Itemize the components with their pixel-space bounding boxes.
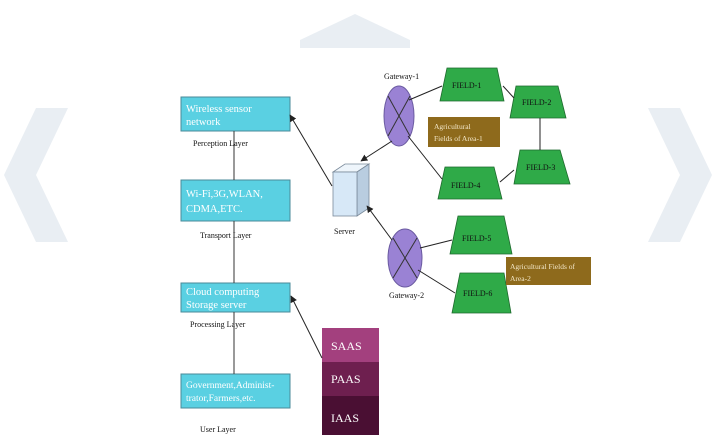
watermark-shapes	[4, 14, 712, 242]
area-1-box	[428, 117, 500, 147]
fields: FIELD-1 FIELD-2 FIELD-3 FIELD-4 FIELD-5 …	[437, 67, 571, 314]
link-field1-field2	[502, 85, 515, 99]
area-2-text-1: Agricultural Fields of	[510, 262, 575, 271]
gateway-1-label: Gateway-1	[384, 72, 419, 81]
layer-box-perception-text-2: network	[186, 117, 221, 128]
layer-box-user-text-2: trator,Farmers,etc.	[186, 394, 256, 404]
link-field3-field4	[499, 169, 515, 183]
area-1-text-1: Agricultural	[434, 122, 471, 131]
layer-box-processing	[180, 282, 291, 313]
cloud-saas-box	[322, 328, 379, 362]
field-4-shape	[437, 166, 503, 200]
watermark-top-chevron	[300, 14, 410, 48]
link-iaas-to-processing	[290, 295, 323, 359]
layer-box-processing-text-2: Storage server	[186, 300, 247, 311]
cloud-paas-box	[322, 362, 379, 396]
link-gateway2-to-server	[366, 205, 393, 241]
cloud-paas-label: PAAS	[331, 372, 361, 386]
link-server-to-perception	[289, 114, 333, 187]
layer-box-user	[180, 373, 291, 409]
gateway-2-cross-b	[392, 237, 418, 279]
server-label: Server	[334, 227, 355, 236]
field-3-shape	[513, 149, 571, 185]
cloud-iaas-label: IAAS	[331, 411, 359, 425]
layer-stack: Wireless sensor network Perception Layer…	[180, 96, 291, 434]
gateway-1: Gateway-1	[383, 72, 419, 147]
layer-box-perception	[180, 96, 291, 132]
server-side	[356, 163, 370, 217]
layer-label-processing: Processing Layer	[190, 320, 246, 329]
cloud-saas-label: SAAS	[331, 339, 362, 353]
layer-box-processing-text-1: Cloud computing	[186, 287, 260, 298]
field-2-shape	[509, 85, 567, 119]
server-front	[332, 171, 358, 217]
layer-box-user-text-1: Government,Administ-	[186, 381, 274, 391]
field-5-shape	[449, 215, 513, 255]
watermark-left-chevron	[4, 108, 68, 242]
link-gateway1-field1	[408, 85, 443, 101]
field-1-label: FIELD-1	[452, 81, 481, 90]
link-gateway1-field4	[407, 135, 443, 180]
area-2-box	[506, 257, 591, 285]
field-6-shape	[451, 272, 512, 314]
field-4-label: FIELD-4	[451, 181, 480, 190]
layer-label-user: User Layer	[200, 425, 236, 434]
layer-box-transport-text-2: CDMA,ETC.	[186, 204, 243, 215]
cloud-iaas-box	[322, 396, 379, 435]
cloud-service-stack: SAAS PAAS IAAS	[322, 328, 379, 435]
field-1-shape	[439, 67, 505, 102]
gateway-2: Gateway-2	[387, 228, 424, 300]
field-6-label: FIELD-6	[463, 289, 492, 298]
link-gateway2-field5	[419, 239, 453, 249]
server-node: Server	[331, 163, 371, 236]
link-gateway1-to-server	[360, 140, 393, 162]
link-gateway2-field6	[417, 269, 456, 294]
area-1-text-2: Fields of Area-1	[434, 134, 483, 143]
layer-label-transport: Transport Layer	[200, 231, 252, 240]
area-2-text-2: Area-2	[510, 274, 531, 283]
layer-label-perception: Perception Layer	[193, 139, 248, 148]
gateway-1-cross-b	[387, 95, 411, 137]
network-links	[289, 85, 541, 359]
field-3-label: FIELD-3	[526, 163, 555, 172]
gateway-2-label: Gateway-2	[389, 291, 424, 300]
layer-box-transport	[180, 179, 291, 222]
area-labels: Agricultural Fields of Area-1 Agricultur…	[428, 117, 591, 285]
field-2-label: FIELD-2	[522, 98, 551, 107]
layer-box-perception-text-1: Wireless sensor	[186, 104, 252, 115]
field-5-label: FIELD-5	[462, 234, 491, 243]
watermark-right-chevron	[648, 108, 712, 242]
layer-box-transport-text-1: Wi-Fi,3G,WLAN,	[186, 189, 263, 200]
